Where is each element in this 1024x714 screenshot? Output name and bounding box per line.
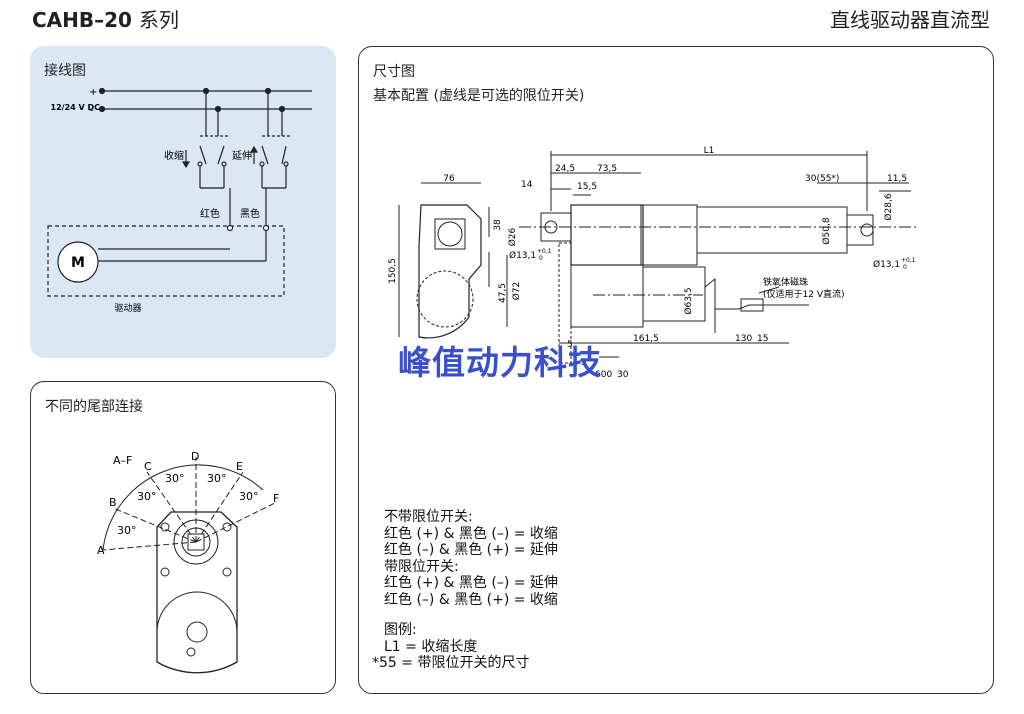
letter-e: E (236, 460, 243, 473)
dim-24-5: 24,5 (555, 164, 575, 174)
angle-label-1: 30° (117, 524, 137, 537)
dim-15-5: 15,5 (577, 182, 597, 192)
dim-76: 76 (443, 174, 455, 184)
tail-diagram: A–F A B C D E F 30° 30° 30° 30° 30° (97, 450, 279, 674)
dim-150-5: 150,5 (388, 258, 398, 284)
letter-a: A (97, 544, 105, 557)
retract-label: 收缩 (164, 149, 184, 162)
limit-line-2: 红色 (–) & 黑色 (+) = 收缩 (384, 591, 558, 608)
product-type: 直线驱动器直流型 (830, 8, 990, 32)
watermark: 峰值动力科技 (398, 343, 602, 382)
letter-b: B (109, 496, 117, 509)
angle-label-5: 30° (239, 490, 259, 503)
dim-130: 130 (735, 334, 752, 344)
tail-title: 不同的尾部连接 (45, 399, 143, 415)
dim-tol0-left: 0 (539, 255, 543, 262)
dimension-title: 尺寸图 (373, 64, 415, 80)
dim-5b: 5 (581, 358, 587, 368)
plus-sign: + (89, 87, 97, 98)
dim-14: 14 (521, 180, 533, 190)
dim-161-5: 161,5 (633, 334, 659, 344)
angle-label-2: 30° (137, 490, 157, 503)
angle-label-4: 30° (207, 472, 227, 485)
dim-d13-1-left: Ø13,1 (509, 250, 536, 261)
black-wire-label: 黑色 (240, 207, 260, 220)
motor-symbol: M (71, 255, 85, 271)
legend-line-1: L1 = 收缩长度 (384, 638, 478, 655)
dim-5: 5 (567, 340, 573, 350)
wiring-title: 接线图 (44, 63, 86, 79)
letter-d: D (191, 450, 199, 463)
ferrite-label: 铁氧体磁珠 (763, 276, 808, 288)
dim-d13-1-right: Ø13,1 (873, 259, 900, 270)
wiring-notes: 不带限位开关: 红色 (+) & 黑色 (–) = 收缩 红色 (–) & 黑色… (372, 509, 558, 672)
dim-d50-8: Ø50,8 (821, 217, 832, 244)
dim-d28-6: Ø28,6 (883, 193, 894, 220)
dim-d63-5: Ø63,5 (683, 287, 694, 314)
model-code: CAHB–20 (32, 8, 132, 32)
wiring-panel: 接线图 (30, 46, 336, 358)
drive-label: 驱动器 (114, 303, 141, 314)
dim-30-55: 30(55*) (805, 174, 839, 184)
dim-tol0-right: 0 (903, 264, 907, 271)
extend-label: 延伸 (232, 150, 252, 162)
tail-panel: 不同的尾部连接 A–F A B C D E F 30° (30, 381, 336, 694)
letter-c: C (144, 460, 152, 473)
dimension-drawing: 76 150,5 38 47,5 Ø72 Ø26 Ø13,1 +0,1 0 L1… (388, 146, 919, 380)
dim-73-5: 73,5 (597, 164, 617, 174)
no-limit-line-2: 红色 (–) & 黑色 (+) = 延伸 (384, 542, 558, 558)
dim-d72: Ø72 (511, 282, 522, 301)
dimension-panel: 尺寸图 基本配置 (虚线是可选的限位开关) (358, 46, 994, 694)
letter-f: F (273, 492, 279, 505)
dim-600: 600 (595, 370, 612, 380)
dim-tol-left: +0,1 (537, 248, 552, 255)
af-label: A–F (113, 454, 132, 467)
no-limit-line-1: 红色 (+) & 黑色 (–) = 收缩 (384, 525, 558, 542)
wiring-diagram: 12/24 V DC + – 收缩 延伸 红色 黑色 M 驱动器 (47, 87, 312, 314)
dimension-subtitle: 基本配置 (虚线是可选的限位开关) (373, 88, 585, 104)
series-label: 系列 (138, 8, 179, 32)
dim-l1: L1 (704, 146, 715, 156)
no-limit-title: 不带限位开关: (384, 509, 473, 525)
red-wire-label: 红色 (200, 207, 220, 220)
dim-tol-right: +0,1 (901, 257, 916, 264)
minus-sign: – (89, 105, 94, 116)
supply-label: 12/24 V DC (51, 103, 101, 112)
dim-30: 30 (617, 370, 629, 380)
dim-47-5: 47,5 (498, 283, 508, 303)
limit-line-1: 红色 (+) & 黑色 (–) = 延伸 (384, 575, 558, 591)
legend-title: 图例: (384, 622, 417, 638)
dim-38: 38 (493, 219, 503, 231)
angle-label-3: 30° (165, 472, 185, 485)
dim-11-5: 11,5 (887, 174, 907, 184)
model-title: CAHB–20 系列 (32, 4, 179, 33)
ferrite-note: (仅适用于12 V直流) (763, 288, 845, 300)
dim-15: 15 (757, 334, 768, 344)
dim-d26: Ø26 (507, 227, 518, 246)
legend-line-2: *55 = 带限位开关的尺寸 (372, 655, 530, 671)
limit-title: 带限位开关: (384, 558, 459, 575)
